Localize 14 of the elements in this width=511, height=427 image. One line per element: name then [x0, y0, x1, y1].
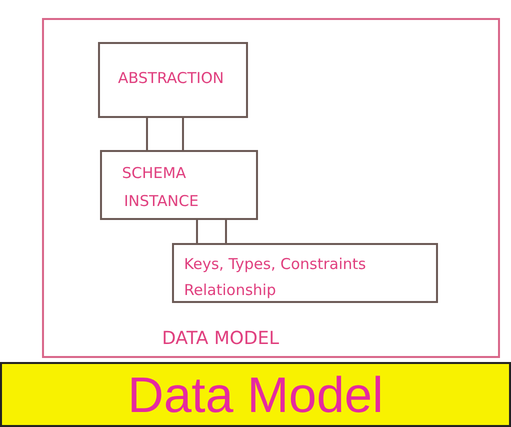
- box-label: ABSTRACTION: [118, 69, 224, 87]
- frame-box: [42, 18, 500, 358]
- box-label: INSTANCE: [124, 192, 199, 210]
- connector-line: [182, 118, 184, 150]
- connector-line: [146, 118, 148, 150]
- connector-line: [196, 220, 198, 243]
- connector-line: [225, 220, 227, 243]
- box-label: Keys, Types, Constraints Relationship: [184, 254, 367, 301]
- title: Data Model: [128, 366, 384, 424]
- process-box: [100, 150, 258, 220]
- process-box: [172, 243, 438, 303]
- frame-heading: DATA MODEL: [162, 328, 280, 349]
- box-label: SCHEMA: [122, 164, 186, 182]
- process-box: [98, 42, 248, 118]
